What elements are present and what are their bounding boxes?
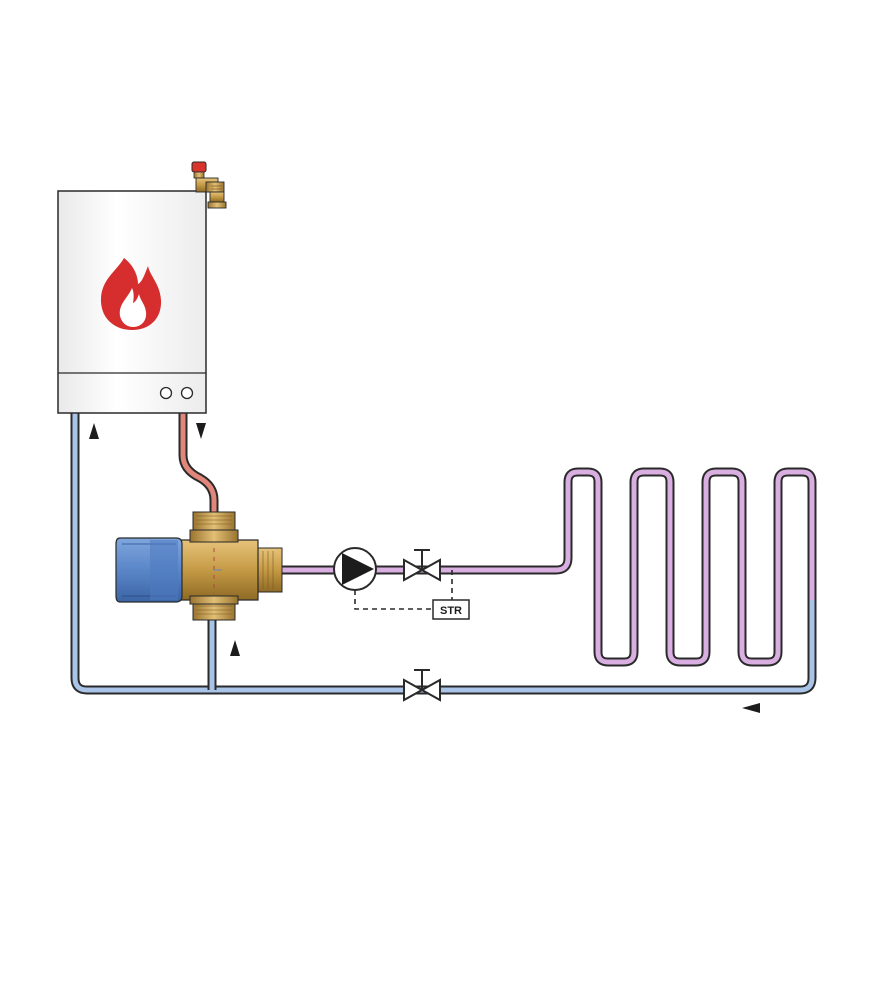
safety-valve-icon (191, 161, 227, 209)
arrow-left-icon (742, 703, 760, 713)
str-controller[interactable]: STR (432, 599, 470, 620)
valve-icon[interactable] (403, 669, 441, 702)
mixing-valve-icon (115, 511, 283, 621)
pump-icon[interactable] (333, 547, 377, 591)
actuator-icon[interactable] (115, 537, 183, 603)
arrow-down-icon (196, 423, 206, 439)
arrow-up-icon (230, 640, 240, 656)
valve-icon[interactable] (403, 549, 441, 582)
flame-icon (100, 258, 162, 330)
boiler-icon (57, 190, 207, 414)
pipes (70, 413, 817, 695)
boiler-knob-right[interactable] (180, 386, 194, 400)
control-line (354, 570, 453, 610)
arrow-up-icon (89, 423, 99, 439)
str-label: STR (440, 605, 462, 617)
flow-arrows (89, 423, 760, 713)
boiler-knob-left[interactable] (159, 386, 173, 400)
